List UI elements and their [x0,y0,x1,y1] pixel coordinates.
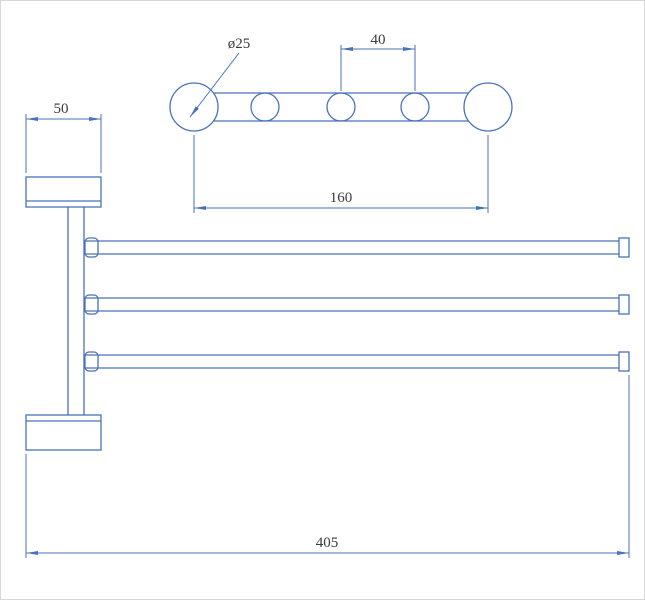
arm-2 [84,294,630,315]
end-knob-right-circle [463,82,513,132]
dim-label-hook-pitch: 40 [371,32,386,48]
dim-label-overall-length: 405 [316,535,339,551]
arm-3 [84,351,630,372]
arm-2-hinge [84,294,99,315]
dim-label-hole-diameter: ø25 [228,36,251,52]
arm-1-hinge [84,237,99,258]
hook-circle-2 [326,92,356,122]
dim-bar-length: 160 [193,135,489,213]
dim-overall-length: 405 [25,375,630,558]
dim-hole-diameter: ø25 [189,36,251,118]
wall-plate-bottom [25,414,102,451]
end-knob-left-circle [169,82,219,132]
dim-label-bracket-width: 50 [54,101,69,117]
dim-bracket-width: 50 [25,101,102,173]
hook-circle-3 [400,92,430,122]
wall-plate-top [25,176,102,208]
arm-3-hinge [84,351,99,372]
front-view [25,176,630,451]
dim-hook-pitch: 40 [340,32,416,91]
arm-3-end-cap [618,351,630,372]
arm-1-end-cap [618,237,630,258]
leader-line [189,52,240,118]
arm-1 [84,237,630,258]
dim-label-bar-length: 160 [330,190,353,206]
top-view [169,82,513,132]
arm-2-end-cap [618,294,630,315]
hook-circle-1 [250,92,280,122]
